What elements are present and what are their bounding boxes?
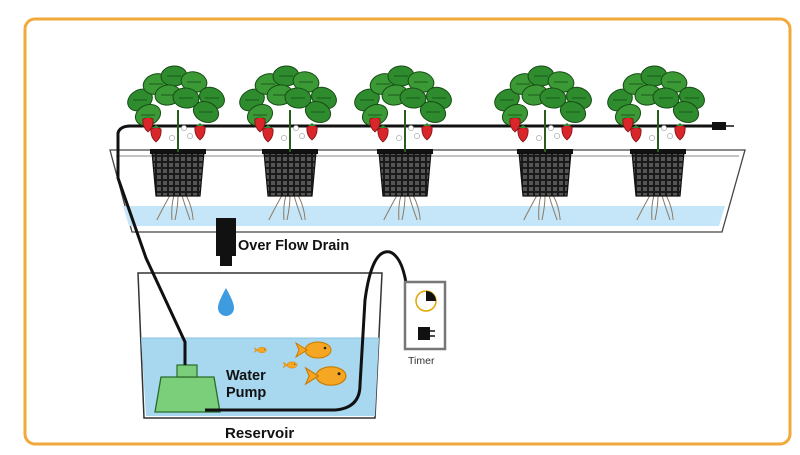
overflow-drain-label: Over Flow Drain — [238, 238, 350, 254]
water-pump — [154, 364, 221, 413]
channel-water — [123, 206, 725, 226]
roots — [156, 195, 674, 221]
plant-roots — [523, 195, 561, 221]
net-pot — [150, 149, 206, 197]
fish — [253, 341, 347, 386]
net-pots — [150, 149, 686, 197]
goldfish — [304, 366, 347, 386]
plant-4 — [494, 65, 592, 152]
water-pump-label: Water Pump — [226, 368, 266, 402]
plants — [127, 65, 705, 152]
water-pump-label-line2: Pump — [226, 385, 267, 401]
goldfish — [253, 347, 267, 353]
net-pot — [377, 149, 433, 197]
plant-roots — [156, 195, 194, 221]
net-pot — [630, 149, 686, 197]
goldfish — [294, 341, 332, 359]
timer — [403, 280, 447, 351]
water-drop — [218, 288, 234, 316]
overflow-drain — [216, 218, 236, 266]
timer-label: Timer — [408, 355, 435, 367]
plant-roots — [383, 195, 421, 221]
plant-roots — [268, 195, 306, 221]
supply-tubing — [116, 124, 716, 365]
plant-2 — [239, 65, 337, 152]
net-pot — [517, 149, 573, 197]
plant-roots — [636, 195, 674, 221]
timer-plug — [418, 327, 430, 340]
plant-5 — [607, 65, 705, 152]
reservoir-label: Reservoir — [225, 425, 295, 442]
water-pump-label-line1: Water — [226, 368, 266, 384]
goldfish — [282, 361, 298, 369]
outer-frame — [23, 17, 792, 446]
plant-3 — [354, 65, 452, 152]
plant-1 — [127, 65, 225, 152]
net-pot — [262, 149, 318, 197]
tube-end-cap — [712, 122, 726, 130]
